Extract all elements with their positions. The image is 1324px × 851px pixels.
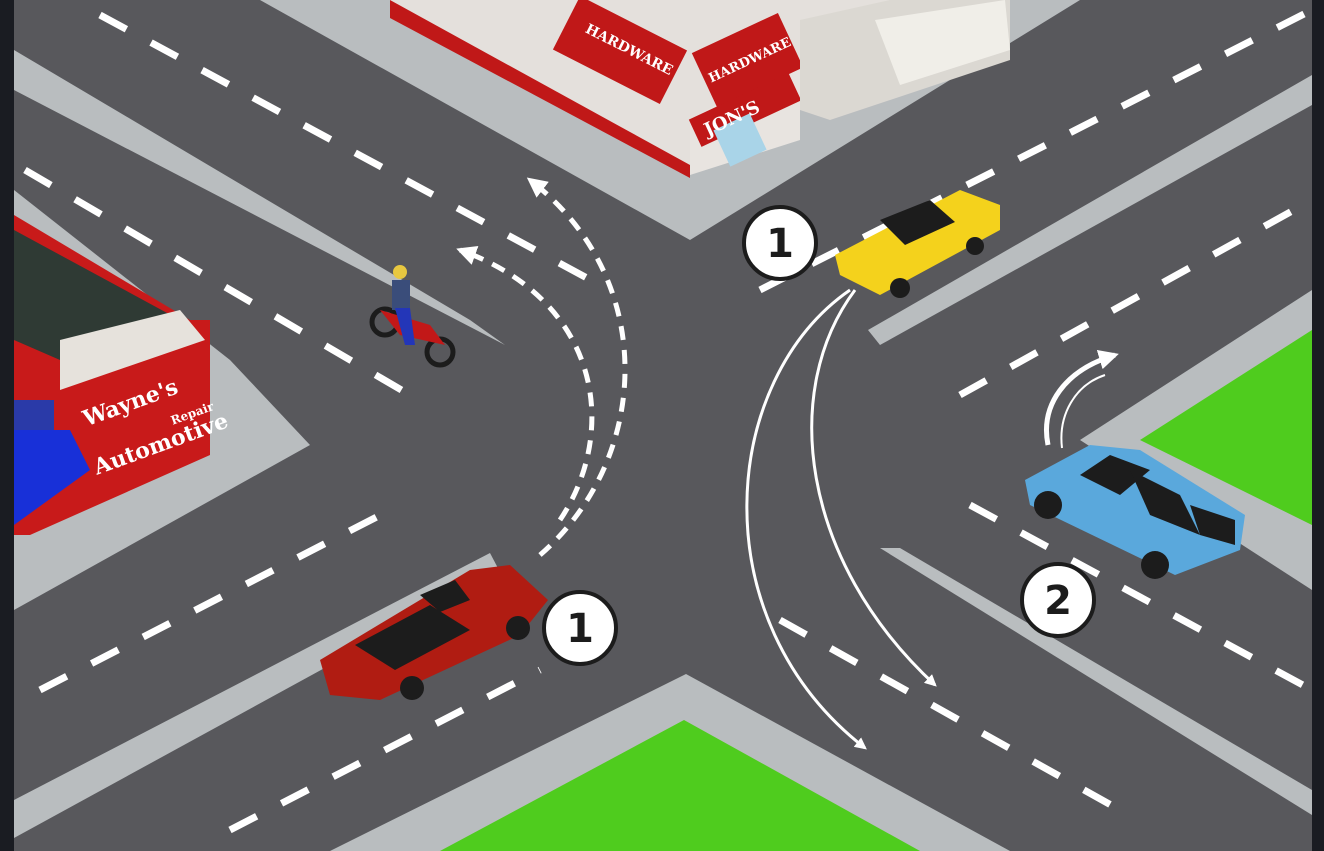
badge-red-car: 1 xyxy=(544,592,616,664)
badge-blue-suv-label: 2 xyxy=(1044,578,1072,624)
badge-red-car-label: 1 xyxy=(566,606,594,652)
badge-yellow-car-label: 1 xyxy=(766,221,794,267)
badge-yellow-car: 1 xyxy=(744,207,816,279)
badge-blue-suv: 2 xyxy=(1022,564,1094,636)
